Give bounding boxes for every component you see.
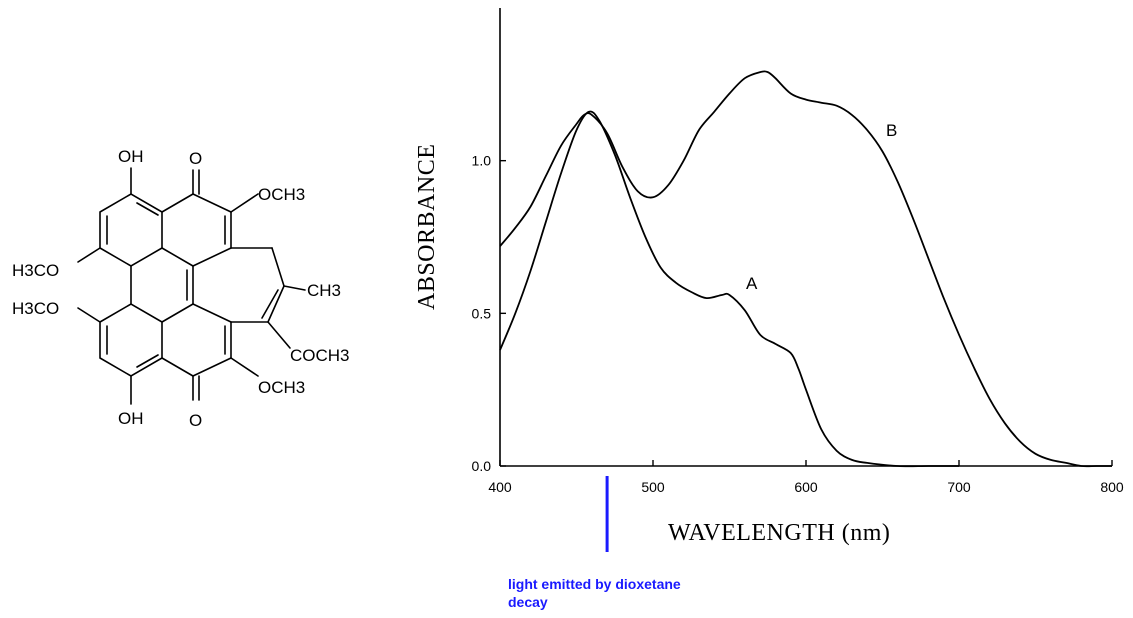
x-axis-label: WAVELENGTH (nm) [668, 520, 890, 546]
label-oh-bottom: OH [118, 409, 144, 428]
y-ticks: 0.0 0.5 1.0 [472, 153, 506, 474]
label-oh-top: OH [118, 147, 144, 166]
label-o-bottom: O [189, 411, 202, 430]
ring-bonds [77, 167, 306, 405]
label-och3-bottom: OCH3 [258, 378, 305, 397]
x-tick-label: 400 [488, 479, 512, 495]
annotation-line-1: light emitted by dioxetane [508, 576, 681, 592]
series-b-line [499, 70, 1112, 468]
y-axis-label: ABSORBANCE [414, 144, 440, 310]
label-h3co-lower: H3CO [12, 299, 59, 318]
label-och3-top: OCH3 [258, 185, 305, 204]
label-coch3: COCH3 [290, 346, 350, 365]
x-tick-label: 500 [641, 479, 665, 495]
x-ticks: 400 500 600 700 800 [488, 460, 1124, 495]
y-tick-label: 0.5 [472, 305, 492, 321]
label-ch3: CH3 [307, 281, 341, 300]
x-tick-label: 600 [794, 479, 818, 495]
label-h3co-upper: H3CO [12, 261, 59, 280]
x-tick-label: 700 [947, 479, 971, 495]
label-o-top: O [189, 149, 202, 168]
x-tick-label: 800 [1100, 479, 1124, 495]
y-tick-label: 0.0 [472, 458, 492, 474]
series-b-label: B [886, 121, 897, 140]
annotation-line-2: decay [508, 594, 548, 610]
series-a-label: A [746, 274, 758, 293]
emission-annotation: light emitted by dioxetane decay [508, 575, 768, 611]
hypocrellin-structure: OH O OCH3 H3CO CH3 H3CO COCH3 OCH3 OH O [12, 147, 350, 430]
series-a-line [499, 110, 959, 468]
y-tick-label: 1.0 [472, 153, 492, 169]
